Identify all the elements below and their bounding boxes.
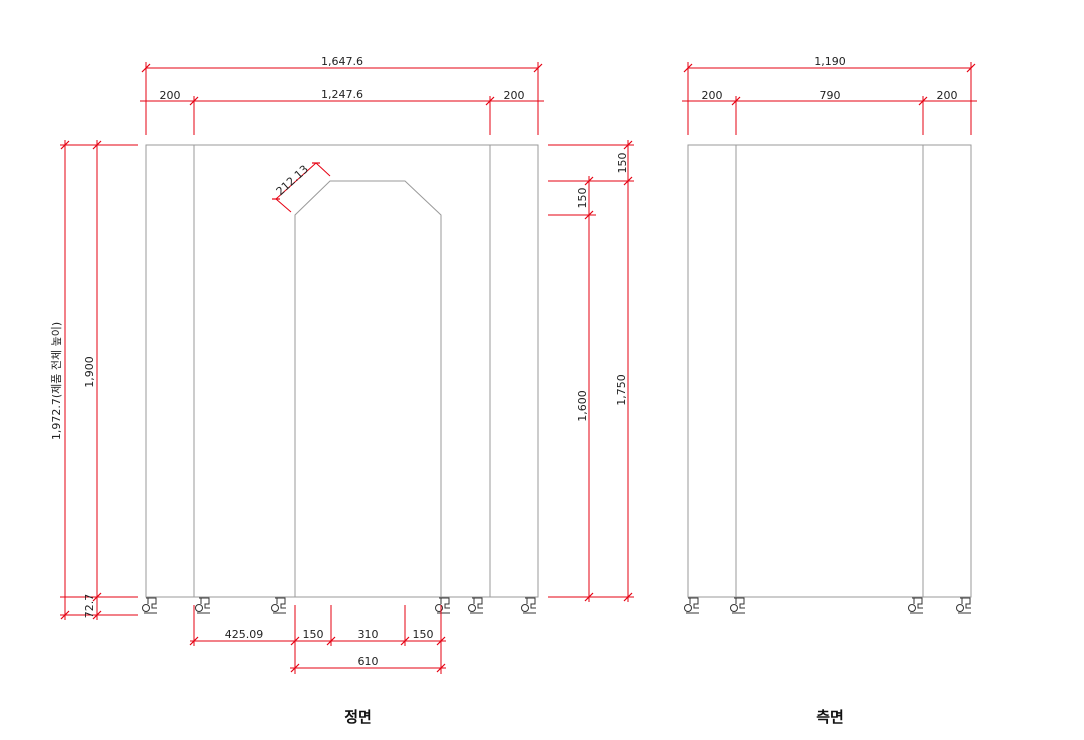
- dim-bottom-b: 310: [358, 628, 379, 641]
- caster-wheel-icon: [435, 597, 450, 614]
- dim-caster-height: 72.7: [83, 594, 96, 619]
- side-dimensions: 1,190 200 790 200: [682, 55, 977, 135]
- caster-wheel-icon: [908, 597, 923, 614]
- front-view-title: 정면: [344, 708, 372, 726]
- dim-bottom-c: 150: [413, 628, 434, 641]
- dim-chamfer-height: 150: [576, 188, 589, 209]
- dim-overall-width: 1,647.6: [321, 55, 363, 68]
- casters: [142, 597, 971, 614]
- dim-bottom-left: 425.09: [225, 628, 264, 641]
- side-dim-right-side: 200: [937, 89, 958, 102]
- dim-top-offset: 150: [616, 153, 629, 174]
- caster-wheel-icon: [142, 597, 157, 614]
- caster-wheel-icon: [730, 597, 745, 614]
- dim-overall-height: 1,972.7(제품 전체 높이): [50, 322, 63, 440]
- dim-right-side: 200: [504, 89, 525, 102]
- dim-bottom-a: 150: [303, 628, 324, 641]
- side-dim-middle: 790: [820, 89, 841, 102]
- caster-wheel-icon: [521, 597, 536, 614]
- dim-middle: 1,247.6: [321, 88, 363, 101]
- side-dim-overall-width: 1,190: [814, 55, 846, 68]
- dim-body-height: 1,900: [83, 356, 96, 388]
- caster-wheel-icon: [956, 597, 971, 614]
- side-view-outline: [687, 144, 972, 598]
- dim-opening-width: 610: [358, 655, 379, 668]
- front-view-outline: [145, 144, 539, 598]
- side-dim-left-side: 200: [702, 89, 723, 102]
- caster-wheel-icon: [195, 597, 210, 614]
- caster-wheel-icon: [468, 597, 483, 614]
- front-dimensions: 1,647.6 200 1,247.6 200 212.13 150 150 1…: [50, 55, 634, 674]
- caster-wheel-icon: [684, 597, 699, 614]
- dim-chamfer: 212.13: [274, 163, 311, 198]
- dim-left-side: 200: [160, 89, 181, 102]
- dim-opening-height: 1,600: [576, 390, 589, 422]
- caster-wheel-icon: [271, 597, 286, 614]
- dim-right-height: 1,750: [615, 374, 628, 406]
- side-view-title: 측면: [816, 708, 844, 726]
